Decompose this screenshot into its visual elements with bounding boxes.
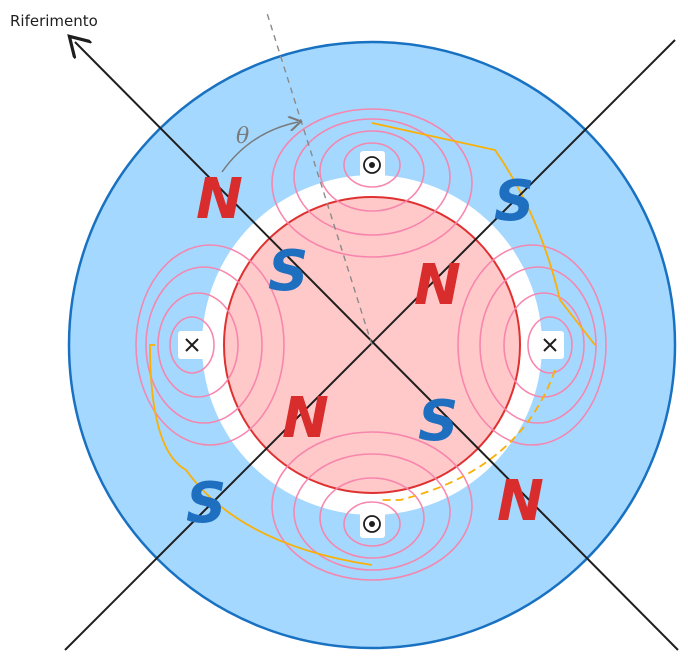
pole-s-outer-bottomleft: S — [186, 471, 226, 536]
cross-symbol-icon — [185, 338, 199, 352]
dot-symbol-icon — [363, 156, 381, 174]
field-line — [169, 316, 215, 374]
field-line — [293, 118, 451, 236]
conductor-bottom — [360, 510, 385, 538]
field-line — [271, 431, 473, 581]
conductor-left — [178, 331, 206, 359]
field-line — [457, 244, 607, 446]
field-line — [157, 292, 239, 398]
theta-arc-icon — [221, 122, 298, 173]
field-line — [319, 130, 425, 212]
secondary-axis — [64, 39, 676, 651]
angle-dashed-line — [265, 9, 373, 346]
pole-n-outer-bottomright: N — [497, 469, 544, 534]
field-line — [343, 142, 401, 188]
conductor-right — [536, 331, 564, 359]
field-line — [271, 108, 473, 258]
field-line — [343, 501, 401, 547]
pole-n-outer-topleft: N — [196, 167, 243, 232]
field-line — [293, 453, 451, 571]
pole-n-inner-topright: N — [414, 253, 461, 318]
pole-s-inner-bottomright: S — [418, 389, 458, 454]
reference-axis — [75, 42, 679, 651]
field-line — [319, 477, 425, 559]
magnetic-field-lines — [135, 108, 607, 581]
theta-label: θ — [236, 124, 249, 149]
field-line — [135, 244, 285, 446]
conductor-top — [360, 151, 385, 179]
field-line — [145, 266, 263, 424]
dot-symbol-icon — [363, 515, 381, 533]
coil-path — [149, 122, 596, 566]
reference-label: Riferimento — [10, 12, 98, 30]
pole-n-inner-bottomleft: N — [282, 386, 329, 451]
cross-symbol-icon — [543, 338, 557, 352]
pole-s-outer-topright: S — [494, 169, 534, 234]
field-line — [479, 266, 597, 424]
field-line — [527, 316, 573, 374]
pole-s-inner-topleft: S — [268, 239, 308, 304]
